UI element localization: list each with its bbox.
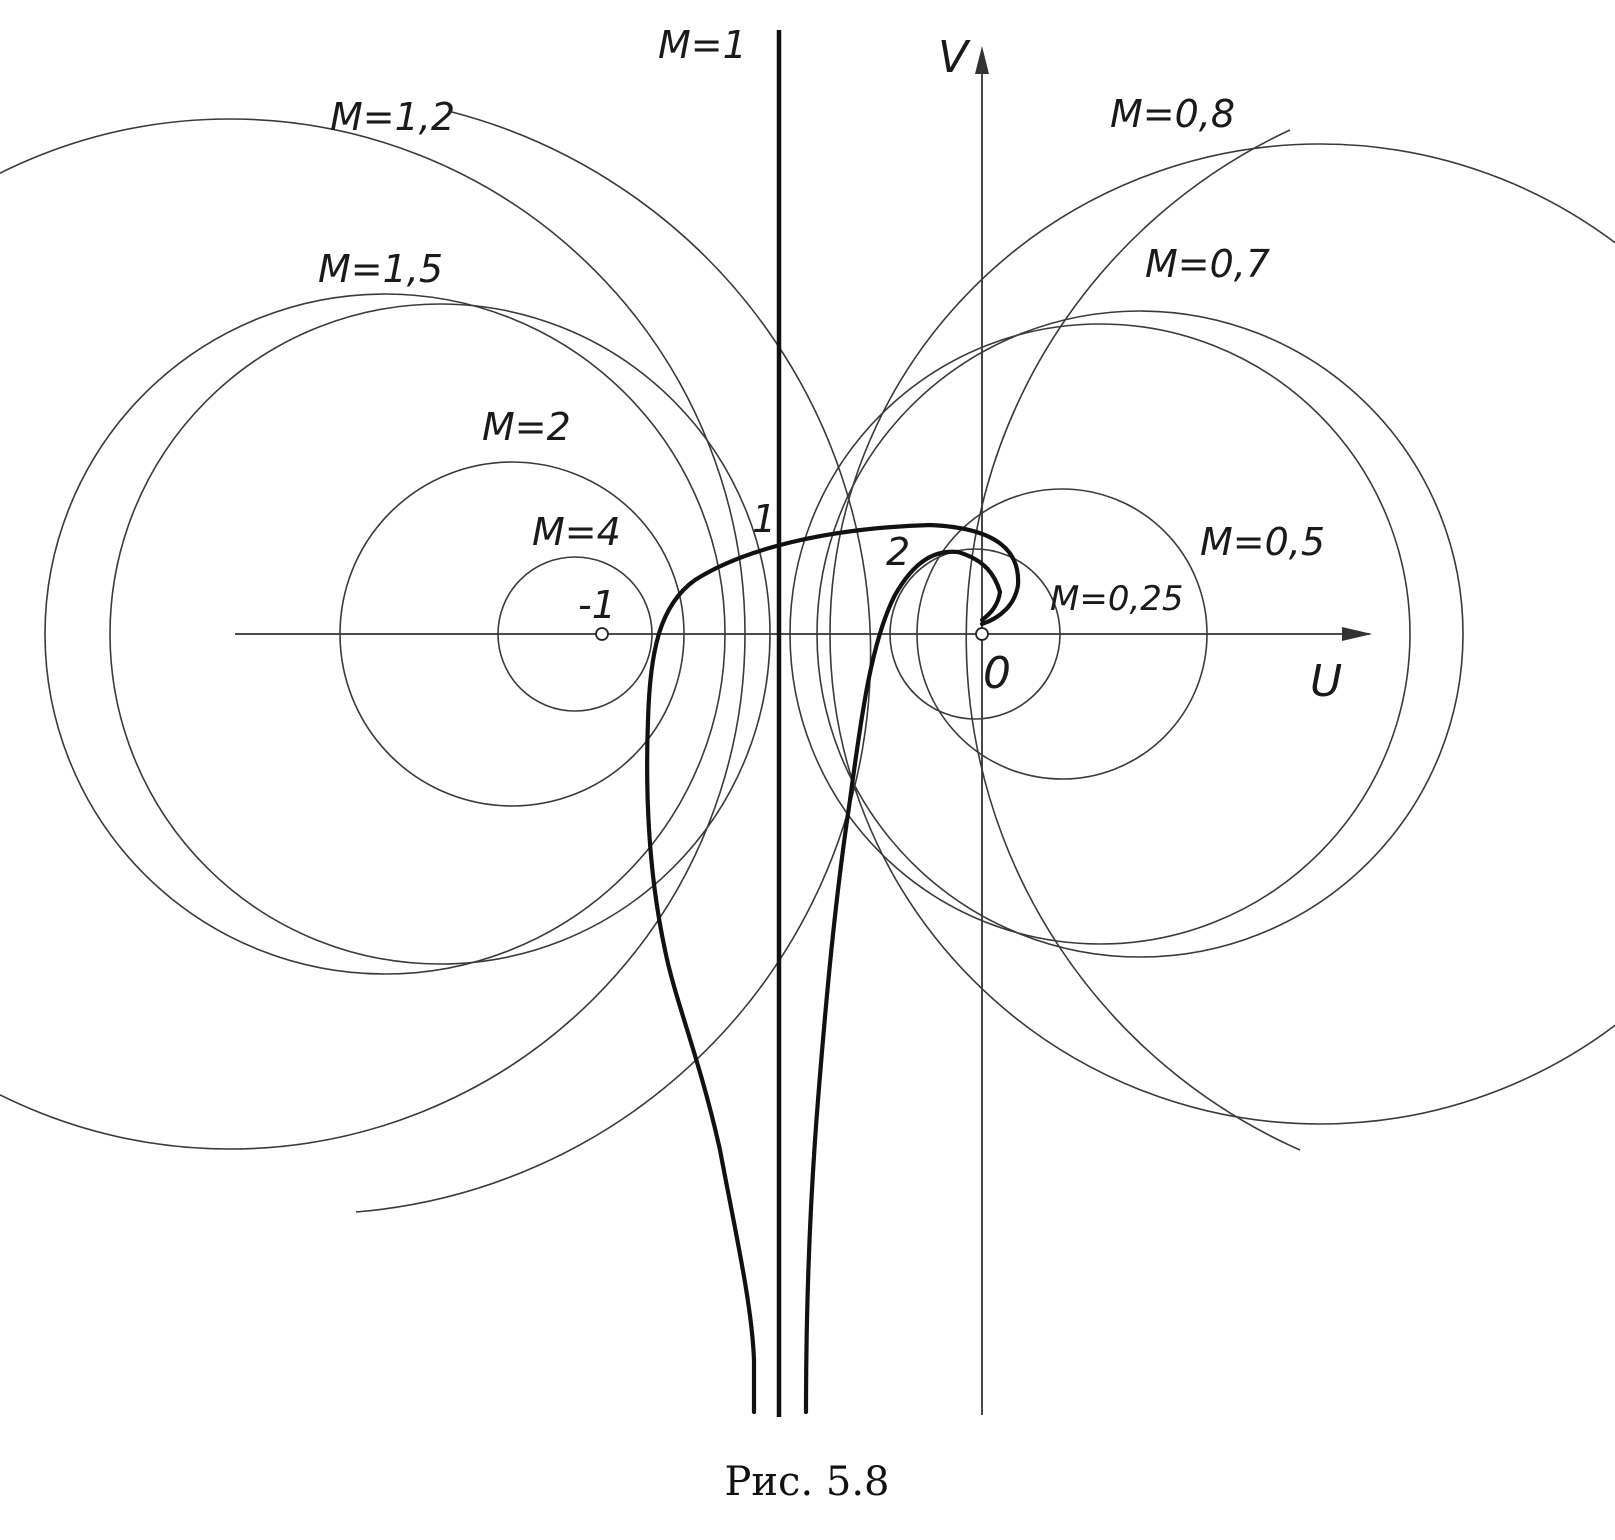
label-m1-5: M=1,5 (318, 247, 443, 291)
circle-m0-5 (916, 488, 1208, 780)
minus-one-label: -1 (578, 583, 616, 627)
u-axis-label: U (1310, 656, 1342, 707)
v-axis-arrow (975, 46, 989, 74)
label-m0-7: M=0,7 (1145, 242, 1270, 286)
label-m2: M=2 (482, 405, 571, 449)
circle-m0-8 (816, 310, 1464, 958)
point-origin-marker (975, 627, 989, 641)
curve-2 (803, 549, 1003, 1415)
curve-1-label: 1 (752, 497, 776, 541)
circle-m2 (339, 461, 685, 807)
integral-curves (645, 522, 1021, 1415)
circle-m0-9 (829, 143, 1615, 1125)
v-axis-label: V (938, 32, 971, 83)
label-m1-2: M=1,2 (330, 95, 455, 139)
label-m0-5: M=0,5 (1200, 520, 1325, 564)
figure-caption: Рис. 5.8 (724, 1459, 889, 1505)
circle-m1-2 (44, 293, 726, 975)
circle-m1-5 (109, 303, 771, 965)
circle-m0-95 (965, 129, 1301, 1151)
curve-2-label: 2 (886, 530, 910, 574)
circle-m4 (497, 556, 653, 712)
circle-m1-05 (355, 111, 872, 1213)
origin-label: 0 (983, 648, 1011, 699)
left-mach-circles (0, 111, 872, 1213)
circle-m1-1 (0, 118, 746, 1150)
right-mach-circles (789, 129, 1615, 1151)
label-m4: M=4 (532, 510, 621, 554)
u-axis-arrow (1342, 627, 1372, 641)
label-m0-25: M=0,25 (1050, 579, 1184, 619)
label-m1: M=1 (658, 23, 747, 67)
axes (235, 46, 1372, 1415)
circle-m0-25 (889, 548, 1061, 720)
label-m0-8: M=0,8 (1110, 92, 1235, 136)
curve-1 (645, 522, 1021, 1415)
circle-m0-7 (789, 323, 1411, 945)
point-minus-one-marker (595, 627, 609, 641)
